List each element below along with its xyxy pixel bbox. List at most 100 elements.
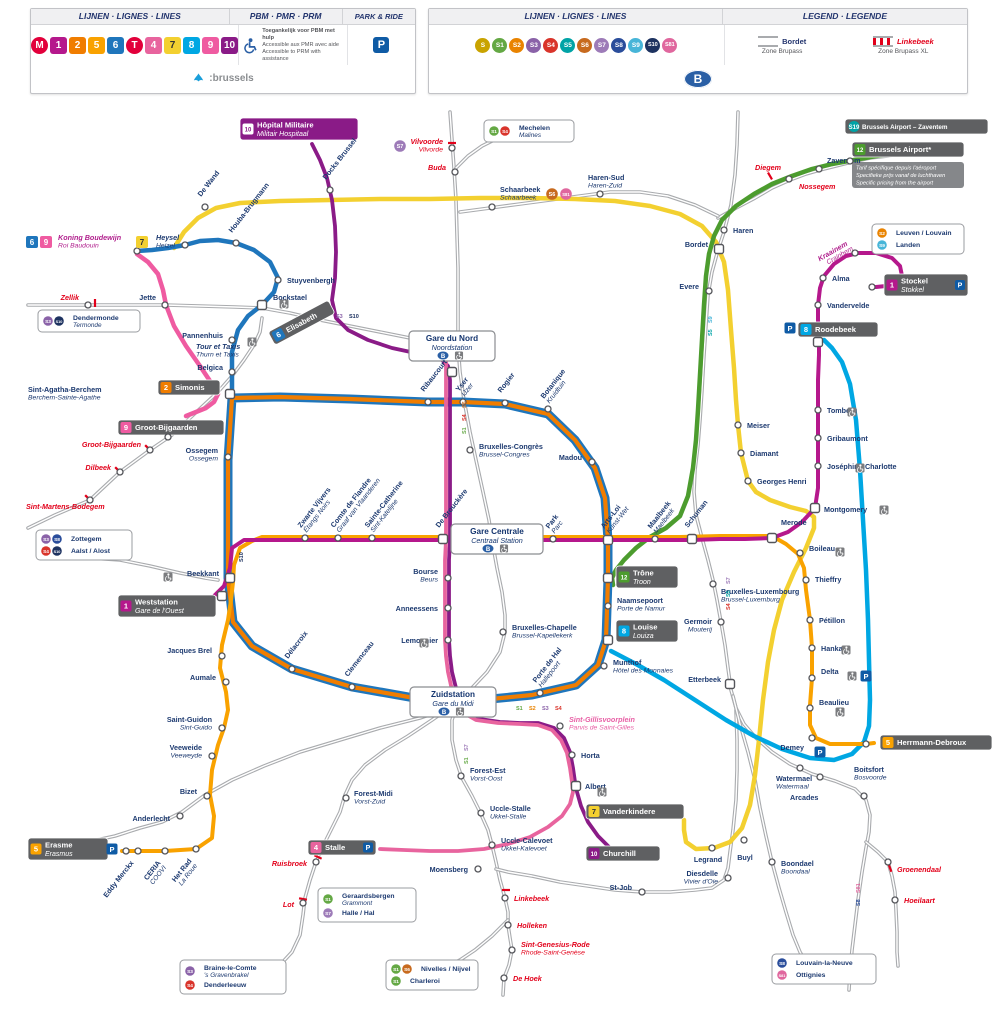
svg-text:S8: S8: [54, 537, 60, 543]
svg-text:Heysel: Heysel: [156, 233, 180, 242]
station-marker: [808, 644, 816, 652]
station-marker: [448, 144, 456, 152]
svg-text:P: P: [109, 845, 114, 854]
station-marker: [274, 276, 282, 284]
svg-text:Diamant: Diamant: [750, 449, 779, 458]
svg-text:5: 5: [34, 844, 38, 853]
svg-text:Brussel-Congres: Brussel-Congres: [479, 452, 530, 459]
station-marker: [326, 186, 334, 194]
svg-text:12: 12: [857, 148, 864, 154]
svg-text:S1: S1: [462, 427, 468, 434]
legend-title: LEGEND · LEGENDE: [802, 11, 887, 21]
station-marker: [860, 792, 868, 800]
svg-text:Bruxelles-Luxembourg: Bruxelles-Luxembourg: [721, 587, 799, 596]
svg-text:Specific pricing from the airp: Specific pricing from the airport: [856, 181, 934, 187]
svg-text:Centraal Station: Centraal Station: [471, 536, 523, 545]
svg-text:Albert: Albert: [585, 782, 606, 791]
station-marker: [312, 858, 320, 866]
station-marker: [851, 249, 859, 257]
svg-text:Grammont: Grammont: [342, 900, 372, 907]
svg-text:S1: S1: [325, 897, 331, 903]
svg-text:Anneessens: Anneessens: [396, 604, 438, 613]
station-label: Docks Brussel: [320, 136, 358, 181]
station-marker: [544, 405, 552, 413]
s-line-badge-S7: S7: [594, 37, 610, 53]
svg-text:Stalle: Stalle: [325, 843, 345, 852]
svg-text:Tarif spécifique depuis l'aéro: Tarif spécifique depuis l'aéroport: [856, 166, 937, 172]
svg-text:Zuidstation: Zuidstation: [431, 690, 475, 699]
svg-text:S5: S5: [726, 590, 732, 597]
station-hub-marker: [570, 780, 582, 792]
station-label: Groenendaal: [897, 865, 942, 874]
svg-text:Braine-le-Comte: Braine-le-Comte: [204, 965, 257, 972]
svg-text:S1: S1: [464, 757, 470, 764]
svg-text:Boondaal: Boondaal: [781, 869, 810, 876]
svg-text:Sint-Agatha-Berchem: Sint-Agatha-Berchem: [28, 385, 101, 394]
svg-text:S1: S1: [516, 706, 523, 712]
line-badge-9: 9: [202, 36, 219, 54]
svg-text:S19: S19: [849, 125, 860, 131]
svg-text:P: P: [817, 748, 822, 757]
station-label: Linkebeek: [514, 894, 550, 903]
station-label: Tomberg: [827, 406, 857, 415]
svg-text:S10: S10: [54, 550, 61, 554]
wheelchair-icon: [847, 407, 857, 417]
park-ride-section: P: [348, 25, 415, 65]
wheelchair-icon: [841, 645, 851, 655]
metro-line-9: [134, 251, 221, 419]
wheelchair-icon: [855, 463, 865, 473]
station-label: Délacroix: [282, 629, 309, 660]
svg-text:St-Job: St-Job: [610, 883, 633, 892]
svg-text:S8: S8: [779, 961, 785, 967]
station-marker: [705, 287, 713, 295]
station-marker: [164, 433, 172, 441]
station-marker: [604, 602, 612, 610]
station-marker: [122, 847, 130, 855]
svg-text:Boileau: Boileau: [809, 544, 835, 553]
legend-header-strip: LIJNEN · LIGNES · LINES PBM · PMR · PRM …: [31, 9, 415, 25]
station-hub-marker: [256, 299, 268, 311]
station-marker: [816, 773, 824, 781]
svg-text:Forest-Est: Forest-Est: [470, 766, 506, 775]
svg-text:Lot: Lot: [283, 900, 295, 909]
wheelchair-icon: [835, 547, 845, 557]
svg-text:Montgomery: Montgomery: [824, 505, 867, 514]
svg-text:Boitsfort: Boitsfort: [854, 765, 885, 774]
svg-text:Malines: Malines: [519, 132, 542, 139]
svg-text:S7: S7: [325, 911, 331, 917]
station-hub-marker: [686, 533, 698, 545]
svg-text:Gare du Nord: Gare du Nord: [426, 334, 478, 343]
station-label: Beaulieu: [819, 698, 849, 707]
svg-text:Trône: Trône: [633, 569, 654, 578]
svg-text:Clemenceau: Clemenceau: [342, 639, 375, 678]
station-marker: [600, 662, 608, 670]
wheelchair-icon: [879, 505, 889, 515]
station-hub-marker: [713, 243, 725, 255]
station-marker: [424, 398, 432, 406]
pbm-line: Accessible aux PMR avec aide: [262, 41, 339, 48]
svg-text:Vanderkindere: Vanderkindere: [603, 807, 655, 816]
station-label: Bizet: [180, 787, 198, 796]
line-badge-2: 2: [69, 36, 86, 54]
station-label: Holleken: [517, 921, 548, 930]
station-marker: [218, 652, 226, 660]
station-hub-marker: [224, 388, 236, 400]
svg-text:Specifieke prijs vanaf de luch: Specifieke prijs vanaf de luchthaven: [856, 173, 945, 179]
station-marker: [717, 618, 725, 626]
legend-station-name: Bordet: [782, 36, 807, 46]
station-marker: [802, 576, 810, 584]
